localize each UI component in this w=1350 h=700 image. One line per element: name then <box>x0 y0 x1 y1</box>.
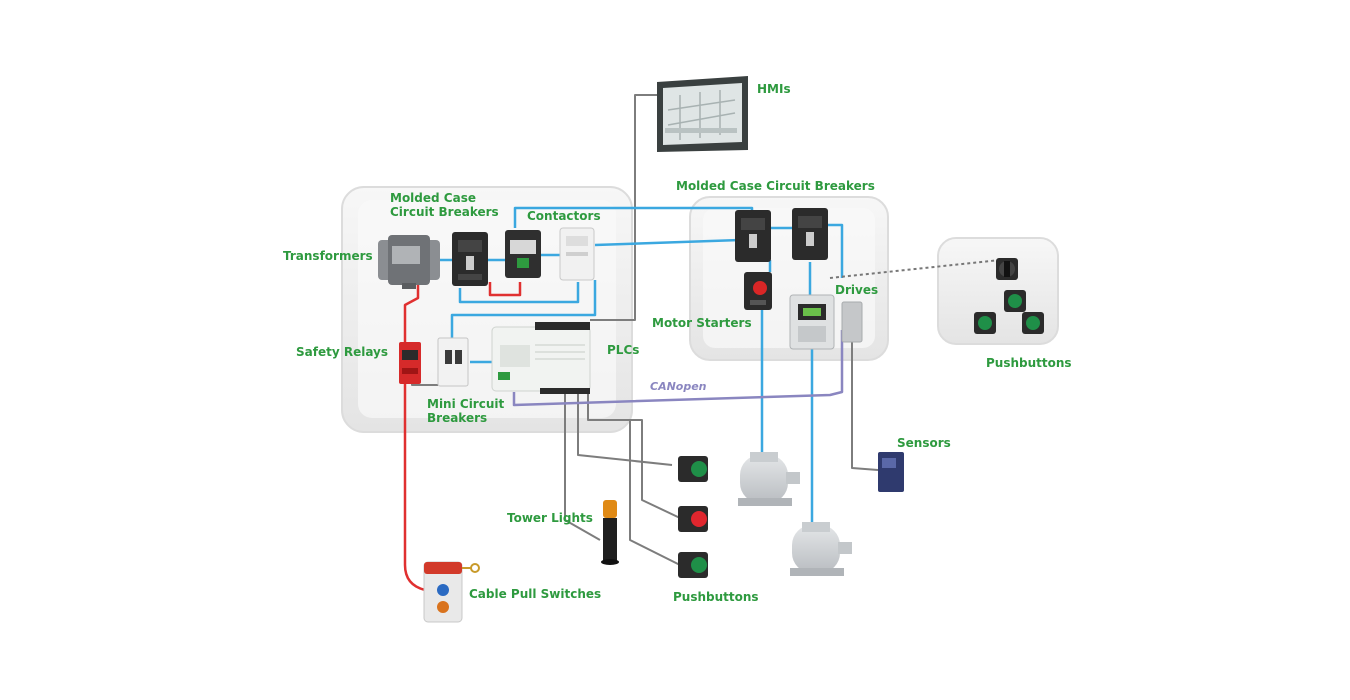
label-motor-starters: Motor Starters <box>652 316 752 330</box>
breaker-icon[interactable] <box>452 232 488 286</box>
label-mccb-top-line2: Circuit Breakers <box>390 205 499 219</box>
mini-breaker-icon[interactable] <box>437 337 469 387</box>
label-mccb-top-line1: Molded Case <box>390 191 476 205</box>
motor-icon[interactable] <box>738 452 800 506</box>
label-cable-pull-switches: Cable Pull Switches <box>469 587 601 601</box>
pushbutton-icon[interactable] <box>974 312 996 334</box>
transformer-icon[interactable] <box>378 235 440 289</box>
label-mini-cb-line1: Mini Circuit <box>427 397 504 411</box>
pushbutton-icon[interactable] <box>678 506 708 532</box>
cable-pull-switch-icon[interactable] <box>423 561 480 623</box>
label-drives: Drives <box>835 283 878 297</box>
label-transformers: Transformers <box>283 249 373 263</box>
pushbutton-icon[interactable] <box>678 456 708 482</box>
label-mini-cb-line2: Breakers <box>427 411 487 425</box>
label-hmis: HMIs <box>757 82 791 96</box>
relay-icon[interactable] <box>559 227 595 281</box>
tower-light-icon[interactable] <box>601 500 619 565</box>
pushbutton-icon[interactable] <box>1004 290 1026 312</box>
selector-switch-icon[interactable] <box>996 258 1018 280</box>
label-pushbuttons-right: Pushbuttons <box>986 356 1072 370</box>
drive-filter-icon <box>841 301 863 343</box>
motor-icon[interactable] <box>790 522 852 576</box>
breaker-icon[interactable] <box>735 210 771 262</box>
drive-icon[interactable] <box>789 294 835 350</box>
pushbutton-icon[interactable] <box>1022 312 1044 334</box>
label-safety-relays: Safety Relays <box>296 345 388 359</box>
contactor-icon[interactable] <box>505 230 541 278</box>
plc-icon[interactable] <box>491 322 591 394</box>
label-plcs: PLCs <box>607 343 639 357</box>
label-mccb-right: Molded Case Circuit Breakers <box>676 179 875 193</box>
hmi-icon[interactable] <box>657 76 748 152</box>
label-sensors: Sensors <box>897 436 951 450</box>
motor-starter-icon[interactable] <box>744 272 772 310</box>
label-pushbuttons-bottom: Pushbuttons <box>673 590 759 604</box>
sensor-icon[interactable] <box>878 452 904 492</box>
label-tower-lights: Tower Lights <box>507 511 593 525</box>
pushbutton-icon[interactable] <box>678 552 708 578</box>
breaker-icon[interactable] <box>792 208 828 260</box>
label-contactors: Contactors <box>527 209 601 223</box>
label-canopen: CANopen <box>650 380 707 393</box>
safety-relay-icon[interactable] <box>399 342 421 384</box>
